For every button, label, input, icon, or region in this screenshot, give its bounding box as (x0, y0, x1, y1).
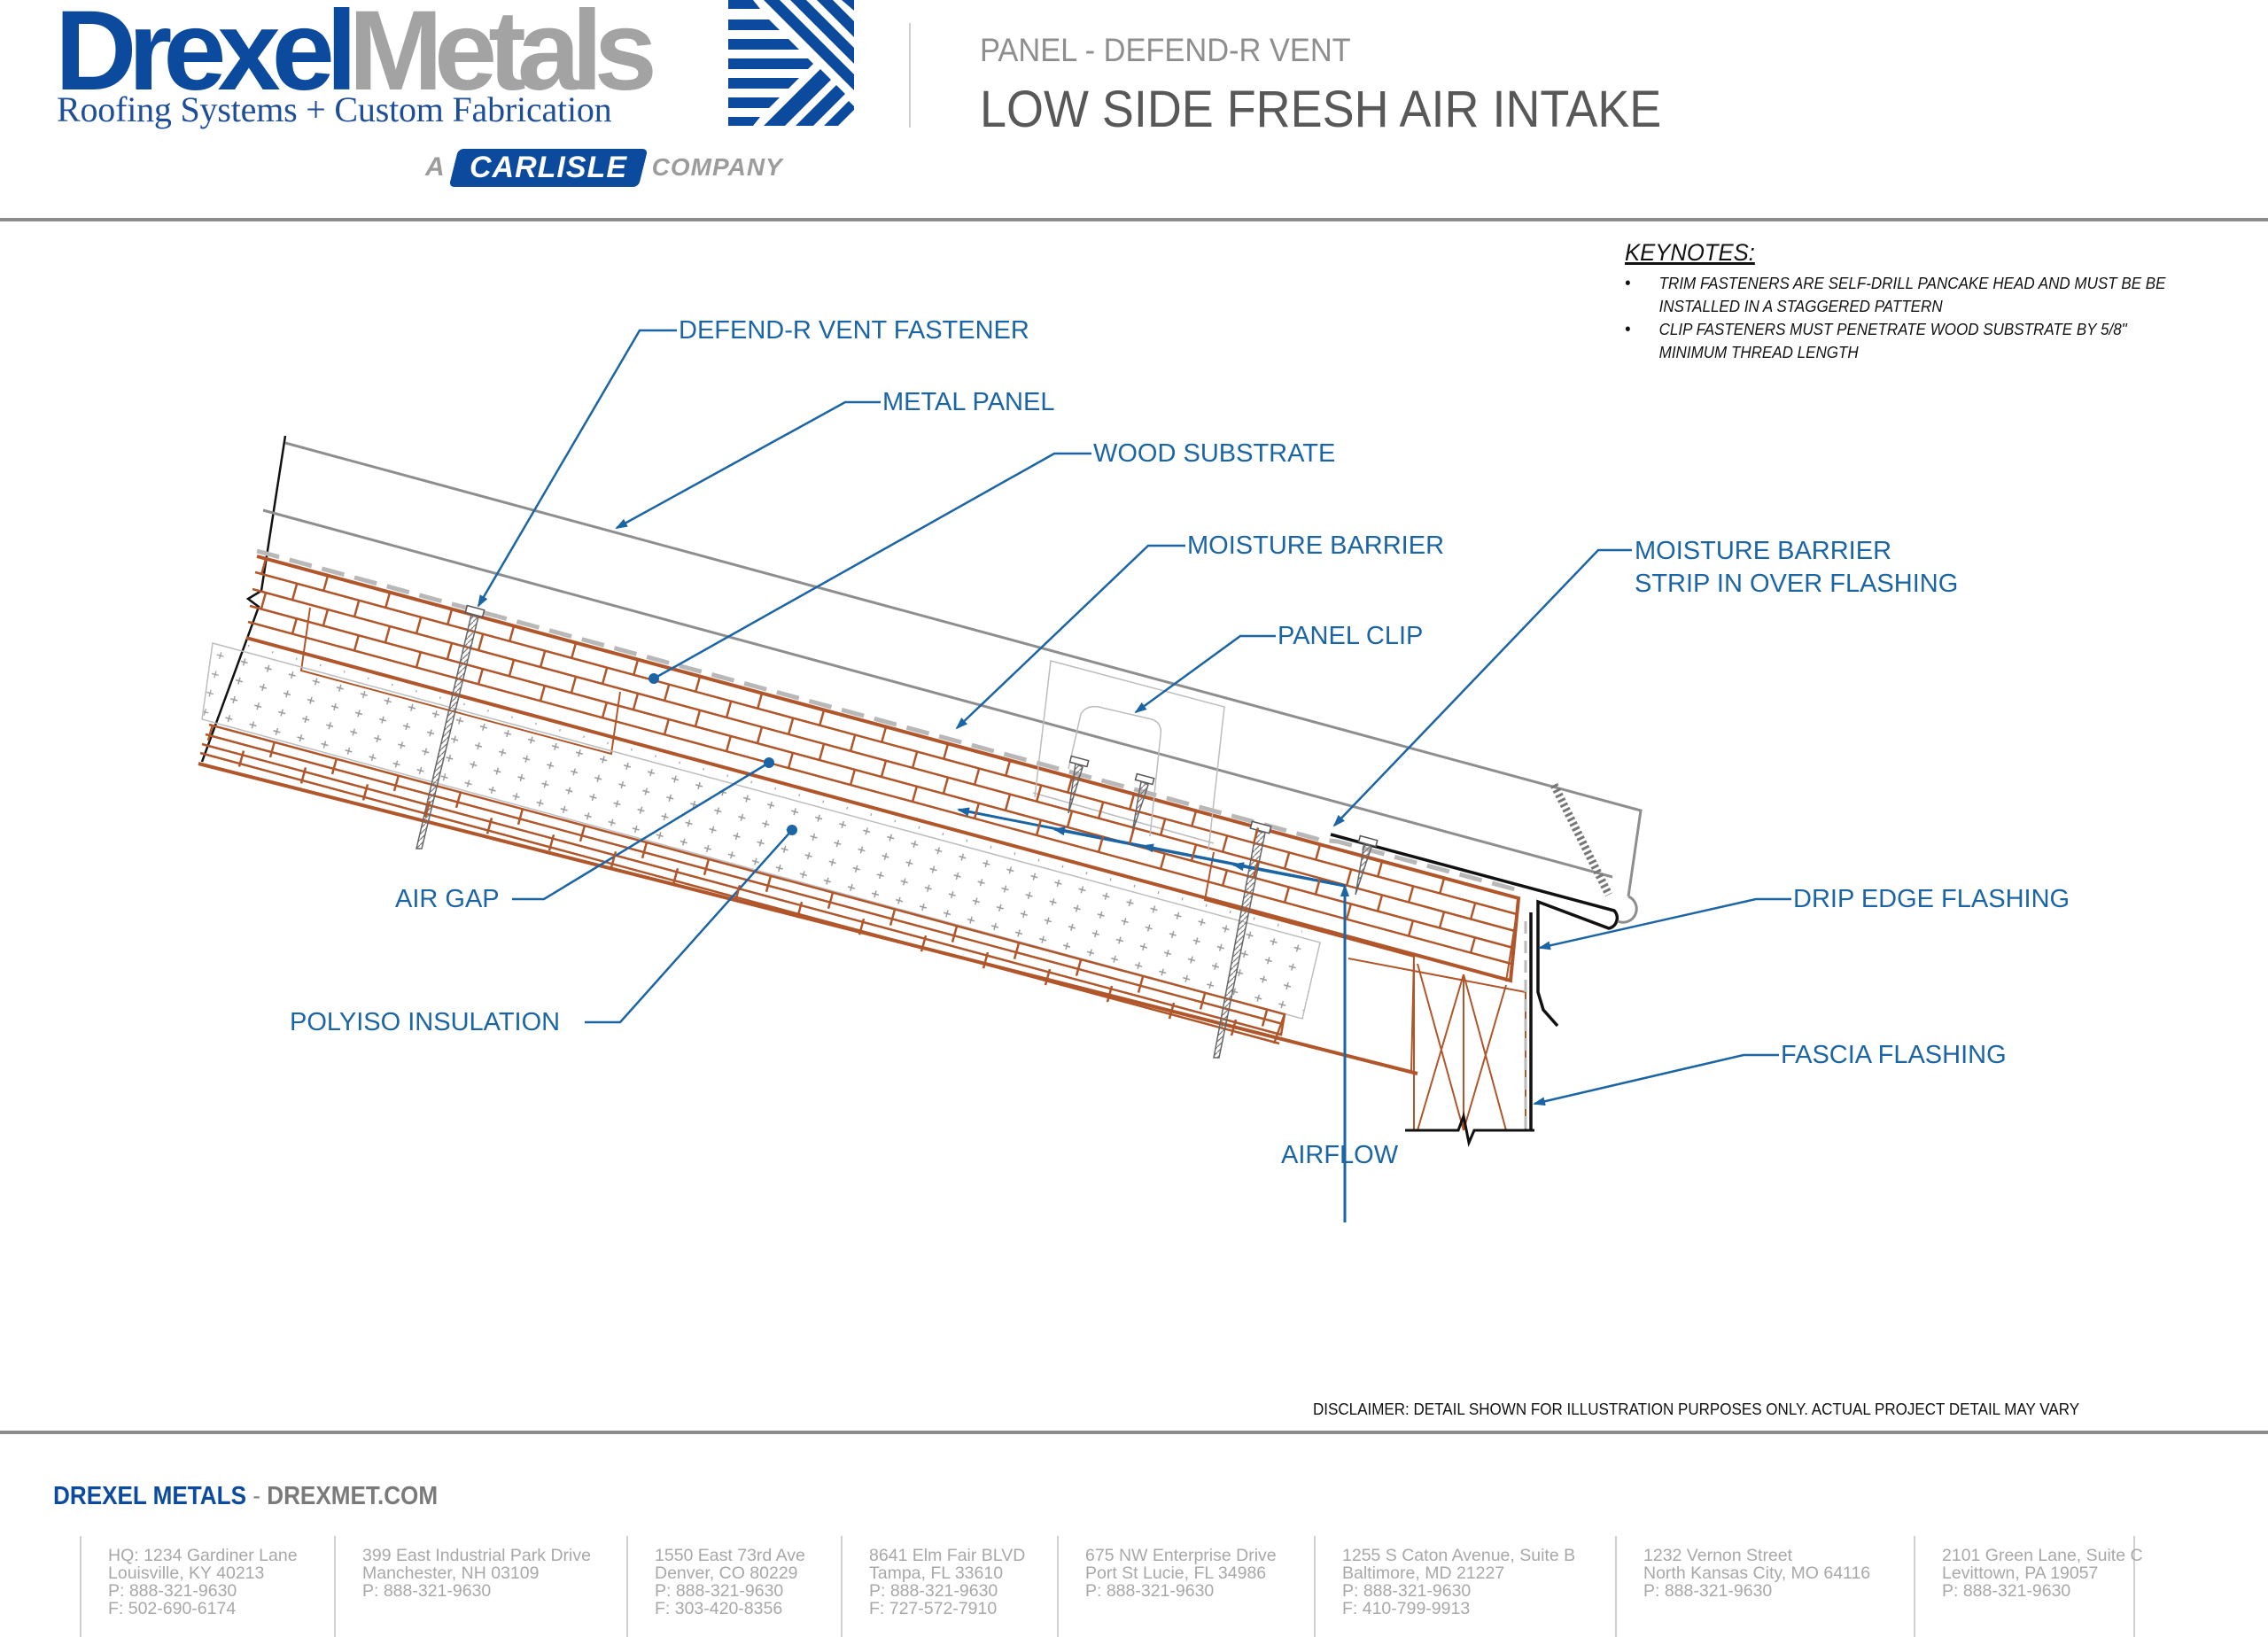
callout-airflow: AIRFLOW (1281, 1141, 1399, 1169)
office-line: Manchester, NH 03109 (362, 1563, 540, 1583)
office-denver: 1550 East 73rd Ave Denver, CO 80229 P: 8… (626, 1536, 841, 1637)
office-line: 1232 Vernon Street (1643, 1546, 1793, 1565)
callout-fascia-flashing: FASCIA FLASHING (1781, 1041, 2007, 1069)
keynotes-heading: KEYNOTES: (1625, 239, 1755, 266)
footer-rule (0, 1431, 2268, 1434)
drip-edge-flashing (1330, 833, 1619, 1130)
metal-panel (262, 441, 1643, 897)
callout-defend-r-vent-fastener: DEFEND-R VENT FASTENER (679, 316, 1029, 345)
callout-panel-clip: PANEL CLIP (1278, 622, 1424, 650)
office-line: HQ: 1234 Gardiner Lane (108, 1546, 298, 1565)
office-line: P: 888-321-9630 (655, 1581, 784, 1601)
keynote-item: TRIM FASTENERS ARE SELF-DRILL PANCAKE HE… (1625, 272, 2195, 318)
office-line: Port St Lucie, FL 34986 (1085, 1563, 1267, 1583)
office-line: P: 888-321-9630 (108, 1581, 237, 1601)
callout-leaders (477, 329, 1791, 1106)
header-divider (909, 23, 911, 128)
keynotes: KEYNOTES: TRIM FASTENERS ARE SELF-DRILL … (1625, 239, 2245, 364)
logo-metals-word: Metals (348, 0, 656, 114)
carlisle-company-badge: A CARLISLE COMPANY (425, 148, 783, 187)
office-locations: HQ: 1234 Gardiner Lane Louisville, KY 40… (80, 1536, 2143, 1637)
office-line: F: 410-799-9913 (1342, 1599, 1471, 1618)
callout-polyiso-insulation: POLYISO INSULATION (290, 1008, 561, 1036)
callout-wood-substrate: WOOD SUBSTRATE (1093, 439, 1336, 468)
footer-website-link[interactable]: DREXMET.COM (267, 1482, 439, 1510)
office-north-kansas-city: 1232 Vernon Street North Kansas City, MO… (1615, 1536, 1914, 1637)
office-line: 8641 Elm Fair BLVD (869, 1546, 1026, 1565)
office-line: P: 888-321-9630 (869, 1581, 998, 1601)
office-line: 1550 East 73rd Ave (655, 1546, 805, 1565)
wood-grain (206, 558, 1477, 1036)
callout-strip-line2: STRIP IN OVER FLASHING (1635, 570, 1959, 598)
long-fastener (1213, 820, 1272, 1059)
callout-metal-panel: METAL PANEL (882, 388, 1055, 416)
office-line: P: 888-321-9630 (1342, 1581, 1472, 1601)
panel-hem (1617, 895, 1638, 924)
disclaimer: DISCLAIMER: DETAIL SHOWN FOR ILLUSTRATIO… (1313, 1400, 2080, 1418)
office-line: Levittown, PA 19057 (1942, 1563, 2099, 1583)
office-line: P: 888-321-9630 (1942, 1581, 2071, 1601)
office-line: F: 303-420-8356 (655, 1599, 783, 1618)
office-line: Louisville, KY 40213 (108, 1563, 265, 1583)
polyiso-insulation-layer (201, 642, 1321, 1020)
footer-company: DREXEL METALS (53, 1482, 247, 1510)
logo-drexel-word: Drexel (55, 0, 357, 114)
office-line: North Kansas City, MO 64116 (1643, 1563, 1871, 1583)
office-line: 1255 S Caton Avenue, Suite B (1342, 1546, 1576, 1565)
office-line: Denver, CO 80229 (655, 1563, 798, 1583)
office-line: Baltimore, MD 21227 (1342, 1563, 1505, 1583)
logo-tagline: Roofing Systems + Custom Fabrication (57, 89, 612, 129)
footer-separator: - (252, 1482, 260, 1510)
moisture-barrier-line (256, 548, 1519, 893)
keynote-item: CLIP FASTENERS MUST PENETRATE WOOD SUBST… (1625, 318, 2195, 364)
office-levittown: 2101 Green Lane, Suite C Levittown, PA 1… (1914, 1536, 2143, 1637)
detail-title: LOW SIDE FRESH AIR INTAKE (980, 81, 1662, 138)
wood-substrate-lower (198, 723, 1418, 1075)
clip-fastener (1068, 755, 1379, 896)
detail-subtitle: PANEL - DEFEND-R VENT (980, 32, 1351, 68)
office-line: P: 888-321-9630 (1085, 1581, 1215, 1601)
keynotes-list: TRIM FASTENERS ARE SELF-DRILL PANCAKE HE… (1625, 272, 2245, 364)
callout-air-gap: AIR GAP (395, 885, 500, 913)
office-baltimore: 1255 S Caton Avenue, Suite B Baltimore, … (1314, 1536, 1615, 1637)
office-line: P: 888-321-9630 (362, 1581, 492, 1601)
callout-strip-line1: MOISTURE BARRIER (1635, 537, 1892, 565)
office-port-st-lucie: 675 NW Enterprise Drive Port St Lucie, F… (1057, 1536, 1314, 1637)
office-line: Tampa, FL 33610 (869, 1563, 1004, 1583)
office-line: F: 502-690-6174 (108, 1599, 237, 1618)
office-line: 399 East Industrial Park Drive (362, 1546, 591, 1565)
callout-moisture-barrier: MOISTURE BARRIER (1187, 531, 1445, 560)
header-rule (0, 218, 2268, 221)
office-hq: HQ: 1234 Gardiner Lane Louisville, KY 40… (80, 1536, 334, 1637)
fascia-board (1348, 901, 1526, 1131)
office-manchester: 399 East Industrial Park Drive Mancheste… (334, 1536, 626, 1637)
office-line: P: 888-321-9630 (1643, 1581, 1773, 1601)
callout-drip-edge-flashing: DRIP EDGE FLASHING (1793, 885, 2070, 913)
panel-end-rope (1550, 782, 1613, 897)
office-tampa: 8641 Elm Fair BLVD Tampa, FL 33610 P: 88… (841, 1536, 1057, 1637)
office-line: 675 NW Enterprise Drive (1085, 1546, 1277, 1565)
drexel-stripes-logo-icon (728, 0, 854, 126)
office-line: F: 727-572-7910 (869, 1599, 998, 1618)
panel-clip (1032, 660, 1225, 851)
carlisle-suffix: COMPANY (651, 153, 783, 181)
drexel-metals-logo: DrexelMetals (55, 0, 657, 108)
break-line-bottom (1405, 1111, 1534, 1148)
defend-r-vent-fastener (416, 604, 485, 850)
office-line: 2101 Green Lane, Suite C (1942, 1546, 2143, 1565)
carlisle-prefix: A (425, 152, 445, 182)
footer-brand: DREXEL METALS - DREXMET.COM (53, 1482, 438, 1511)
callout-moisture-barrier-strip: MOISTURE BARRIER STRIP IN OVER FLASHING (1635, 535, 1958, 601)
